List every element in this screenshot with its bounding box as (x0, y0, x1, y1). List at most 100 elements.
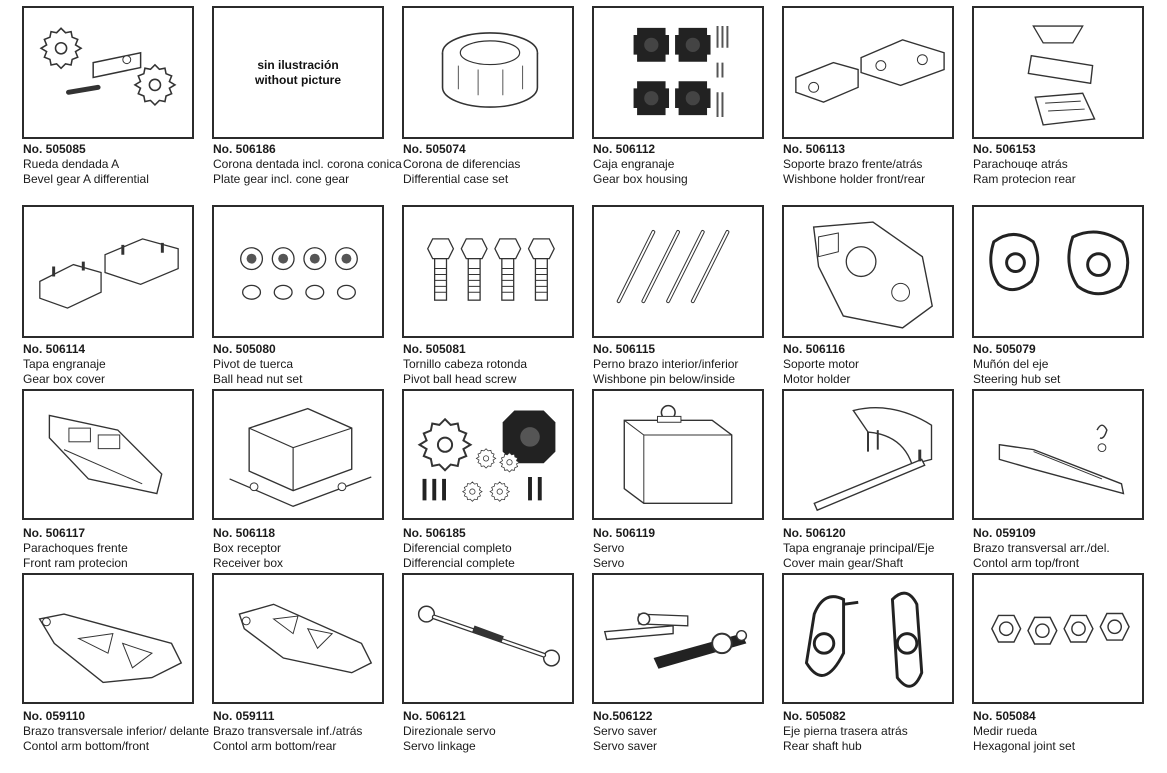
arm-bottom-front-icon (38, 613, 183, 684)
part-image-frame (782, 205, 954, 338)
part-number: No. 506119 (593, 526, 656, 540)
part-number: No. 506186 (213, 142, 276, 156)
part-name-en: Differential case set (403, 172, 509, 186)
part-name-es: Brazo transversale inf./atrás (213, 724, 363, 738)
part-name-es: Medir rueda (973, 724, 1038, 738)
part-name-en: Servo saver (593, 739, 658, 753)
part-name-es: Parachouqe atrás (973, 157, 1068, 171)
part-number: No. 059111 (213, 709, 275, 723)
part-name-es: Caja engranaje (593, 157, 675, 171)
part-image-frame (972, 573, 1144, 704)
part-image-frame (22, 205, 194, 338)
part-name-en: Servo (593, 556, 625, 570)
ball-nut-icon (240, 247, 358, 300)
rear-bumper-icon (1027, 25, 1096, 126)
servo-icon (623, 404, 733, 505)
part-number: No. 505081 (403, 342, 466, 356)
part-number: No.506122 (593, 709, 653, 723)
gearbox-housing-icon (633, 26, 729, 117)
part-name-en: Gear box cover (23, 372, 106, 386)
part-number: No. 505085 (23, 142, 86, 156)
part-name-en: Receiver box (213, 556, 284, 570)
note-en: without picture (255, 72, 341, 87)
part-name-en: Plate gear incl. cone gear (213, 172, 350, 186)
part-name-en: Contol arm top/front (973, 556, 1080, 570)
part-name-en: Differencial complete (403, 556, 515, 570)
part-name-en: Front ram protecion (23, 556, 128, 570)
arm-bottom-rear-icon (238, 603, 373, 674)
part-name-en: Rear shaft hub (783, 739, 862, 753)
hex-joint-icon (991, 612, 1130, 645)
part-name-es: Servo saver (593, 724, 658, 738)
bevel-gear-icon (40, 27, 176, 106)
part-name-en: Servo linkage (403, 739, 476, 753)
part-name-es: Brazo transversal arr./del. (973, 541, 1110, 555)
part-name-es: Corona de diferencias (403, 157, 521, 171)
part-name-en: Gear box housing (593, 172, 688, 186)
part-image-frame (592, 205, 764, 338)
part-number: No. 505074 (403, 142, 466, 156)
part-image-frame (972, 389, 1144, 520)
servo-saver-icon (603, 612, 748, 669)
note-es: sin ilustración (257, 57, 339, 72)
part-name-es: Diferencial completo (403, 541, 512, 555)
part-name-es: Brazo transversale inferior/ delante (23, 724, 210, 738)
part-number: No. 059110 (23, 709, 86, 723)
part-number: No. 505084 (973, 709, 1036, 723)
part-image-frame (782, 573, 954, 704)
part-name-es: Box receptor (213, 541, 282, 555)
motor-holder-icon (812, 221, 934, 329)
part-name-en: Contol arm bottom/front (23, 739, 150, 753)
part-number: No. 506113 (783, 142, 846, 156)
part-name-en: Steering hub set (973, 372, 1061, 386)
part-name-es: Eje pierna trasera atrás (783, 724, 908, 738)
part-image-frame (592, 389, 764, 520)
part-name-en: Ram protecion rear (973, 172, 1076, 186)
part-image-frame (972, 205, 1144, 338)
part-image-frame (22, 389, 194, 520)
part-name-es: Perno brazo interior/inferior (593, 357, 739, 371)
part-number: No. 506112 (593, 142, 656, 156)
part-number: No. 506114 (23, 342, 86, 356)
part-name-en: Contol arm bottom/rear (213, 739, 337, 753)
part-number: No. 506115 (593, 342, 656, 356)
part-image-frame (22, 6, 194, 139)
part-number: No. 505080 (213, 342, 276, 356)
part-image-frame (972, 6, 1144, 139)
part-name-es: Tornillo cabeza rotonda (403, 357, 528, 371)
part-name-en: Motor holder (783, 372, 851, 386)
part-name-es: Parachoques frente (23, 541, 128, 555)
part-number: No. 506121 (403, 709, 466, 723)
part-name-es: Muñón del eje (973, 357, 1049, 371)
rear-hub-icon (804, 591, 924, 688)
part-number: No. 506118 (213, 526, 276, 540)
part-name-es: Soporte motor (783, 357, 860, 371)
part-image-frame (212, 573, 384, 704)
arm-top-icon (998, 424, 1125, 495)
part-name-en: Wishbone pin below/inside (593, 372, 736, 386)
part-name-es: Pivot de tuerca (213, 357, 294, 371)
part-image-frame (212, 205, 384, 338)
wishbone-holder-icon (795, 39, 945, 103)
part-image-frame (402, 389, 574, 520)
part-name-en: Wishbone holder front/rear (783, 172, 926, 186)
pin-icon (616, 229, 730, 304)
front-bumper-icon (48, 414, 163, 495)
gear-cover-shaft-icon (813, 407, 933, 512)
part-image-frame (402, 205, 574, 338)
